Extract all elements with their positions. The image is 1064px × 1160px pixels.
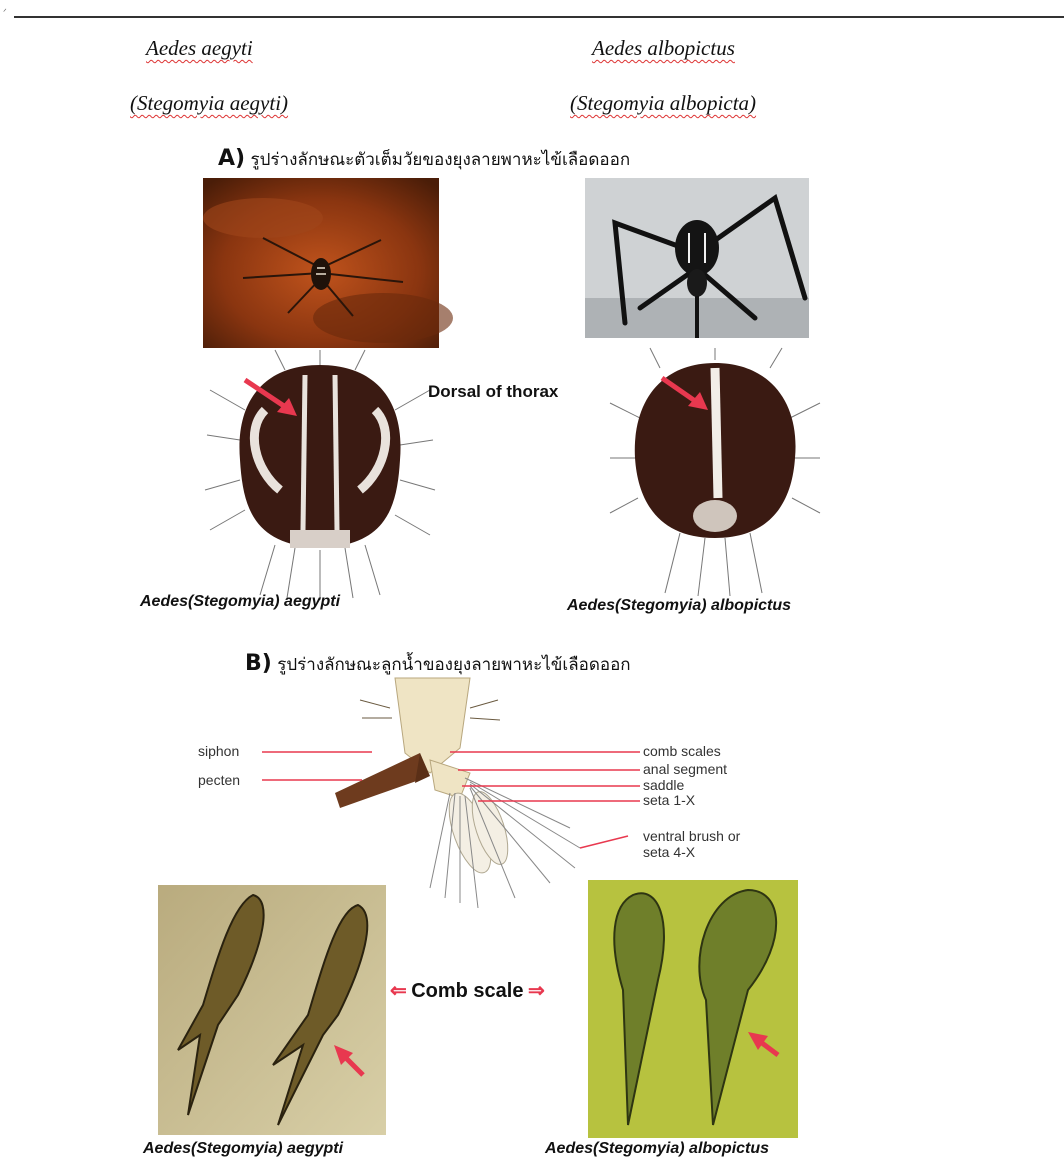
double-arrow-icon: ⇒ (528, 980, 545, 1002)
label-siphon: siphon (198, 744, 239, 759)
comb-scale-label: Comb scale (411, 980, 523, 1002)
section-b-caption-right: Aedes(Stegomyia) albopictus (545, 1140, 769, 1158)
label-comb-scales: comb scales (643, 744, 721, 759)
aegypti-comb-scale-photo (158, 885, 386, 1135)
label-seta-1x: seta 1-X (643, 793, 695, 808)
section-b-caption-left: Aedes(Stegomyia) aegypti (143, 1140, 343, 1158)
albopictus-comb-scale-photo (588, 880, 798, 1138)
label-seta-4x: seta 4-X (643, 845, 695, 860)
label-pecten: pecten (198, 773, 240, 788)
double-arrow-icon: ⇐ (390, 980, 407, 1002)
label-saddle: saddle (643, 778, 684, 793)
label-anal-segment: anal segment (643, 762, 727, 777)
label-ventral-brush: ventral brush or (643, 829, 740, 844)
comb-scale-label-group: ⇐ Comb scale ⇒ (390, 978, 545, 1003)
